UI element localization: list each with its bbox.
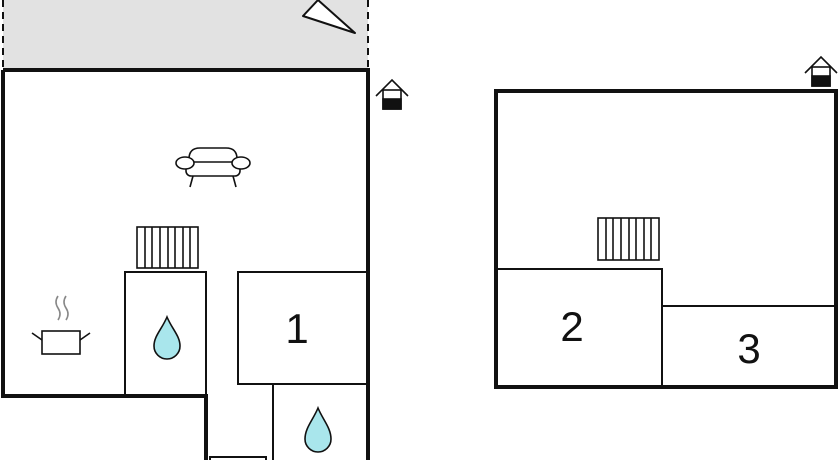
lamp-icon	[302, 0, 356, 34]
building-right	[494, 89, 838, 389]
entrance-house-icon	[375, 78, 409, 110]
water-drop-icon	[153, 314, 181, 360]
sofa-icon	[175, 147, 251, 188]
radiator-icon	[597, 217, 660, 261]
building-left	[1, 68, 370, 460]
room-number-3: 3	[737, 325, 760, 372]
water-drop-icon	[304, 405, 332, 453]
room-number-2: 2	[560, 303, 583, 350]
cooking-pot-icon	[31, 295, 91, 355]
interior-walls-left	[124, 271, 368, 460]
room-number-1: 1	[285, 305, 308, 352]
radiator-icon	[136, 226, 199, 269]
entrance-house-icon	[804, 55, 838, 87]
